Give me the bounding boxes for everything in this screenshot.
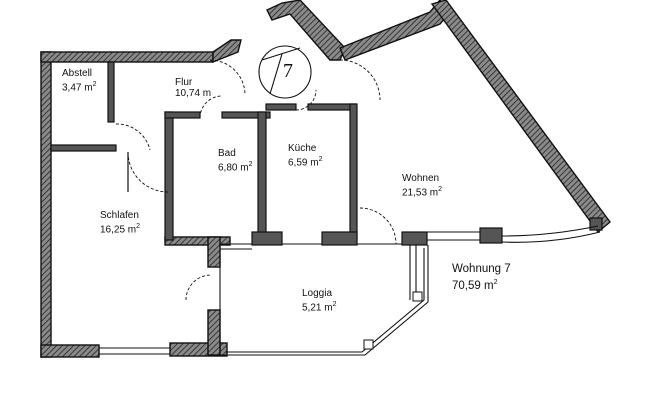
door-entry	[209, 59, 246, 95]
room-kueche-label: Küche 6,59 m2	[288, 143, 322, 168]
room-wohnen-label: Wohnen 21,53 m2	[402, 173, 442, 198]
room-flur-label: Flur 10,74 m	[175, 77, 211, 99]
wall-kitchen-top-right	[307, 103, 357, 111]
wall-pillar-2	[321, 231, 358, 246]
room-area: 21,53 m	[402, 187, 439, 199]
door-loggia-wohnen	[359, 207, 397, 245]
wall-top-right	[339, 0, 451, 61]
unit-title-block: Wohnung 7 70,59 m2	[452, 263, 511, 293]
wall-left	[40, 51, 52, 358]
area-unit-sup: 2	[92, 81, 97, 88]
doors	[115, 59, 397, 301]
room-bad-label: Bad 6,80 m2	[218, 148, 252, 173]
area-unit-sup: 2	[493, 279, 498, 286]
interior-walls	[50, 61, 603, 246]
room-schlafen-label: Schlafen 16,25 m2	[100, 210, 140, 235]
wall-kitchen-top-left	[265, 103, 297, 111]
wall-top-left	[40, 51, 214, 63]
room-name: Küche	[288, 143, 317, 154]
door-schlafen	[127, 151, 169, 193]
wall-stair-left	[212, 39, 242, 64]
wall-bath-left	[164, 111, 174, 241]
door-bad	[199, 95, 223, 119]
wall-bath-top-right	[221, 111, 271, 119]
area-unit-sup: 2	[332, 301, 337, 308]
stair-symbol	[258, 45, 312, 99]
wall-pillar-3	[401, 231, 428, 246]
exterior-walls	[40, 0, 611, 358]
wall-pillar-5	[589, 217, 603, 231]
wall-loggia-left-bottom	[207, 309, 221, 356]
thin-lines	[99, 225, 601, 356]
wall-bath-top-left	[164, 111, 201, 119]
room-area: 10,74 m	[175, 88, 212, 99]
unit-area: 70,59 m	[452, 279, 494, 292]
room-area: 6,59 m	[288, 157, 319, 169]
area-unit-sup: 2	[318, 156, 323, 163]
area-unit-sup: 2	[136, 223, 141, 230]
wall-pillar-1	[251, 231, 283, 246]
room-name: Schlafen	[100, 210, 139, 221]
room-name: Flur	[175, 77, 193, 88]
room-area: 6,80 m	[218, 162, 249, 174]
room-name: Abstell	[62, 68, 93, 79]
room-area: 5,21 m	[302, 302, 333, 314]
room-area: 16,25 m	[100, 224, 137, 236]
room-name: Wohnen	[402, 173, 440, 184]
room-name: Bad	[218, 148, 236, 159]
wall-loggia-left-top	[207, 236, 221, 268]
area-unit-sup: 2	[248, 161, 253, 168]
room-name: Loggia	[302, 288, 333, 299]
wall-bath-kitchen	[257, 111, 267, 243]
wall-kitchen-right	[349, 103, 358, 240]
wall-diagonal	[430, 0, 611, 234]
wall-bottom-left	[40, 344, 100, 358]
door-loggia-schlafen	[185, 274, 212, 301]
stair-number: 7	[283, 60, 293, 82]
unit-title: Wohnung 7	[452, 263, 511, 275]
door-kueche	[295, 89, 317, 111]
door-abstell	[115, 123, 151, 151]
wall-abstell-bottom	[50, 144, 117, 152]
door-wohnen	[339, 59, 381, 101]
room-loggia-label: Loggia 5,21 m2	[302, 288, 336, 313]
room-abstell-label: Abstell 3,47 m2	[62, 68, 96, 93]
wall-bath-bottom	[164, 236, 231, 246]
wall-pillar-4	[479, 227, 503, 244]
area-unit-sup: 2	[438, 186, 443, 193]
wall-stair-top	[266, 0, 346, 61]
wall-abstell-right	[107, 61, 115, 123]
room-area: 3,47 m	[62, 82, 93, 94]
